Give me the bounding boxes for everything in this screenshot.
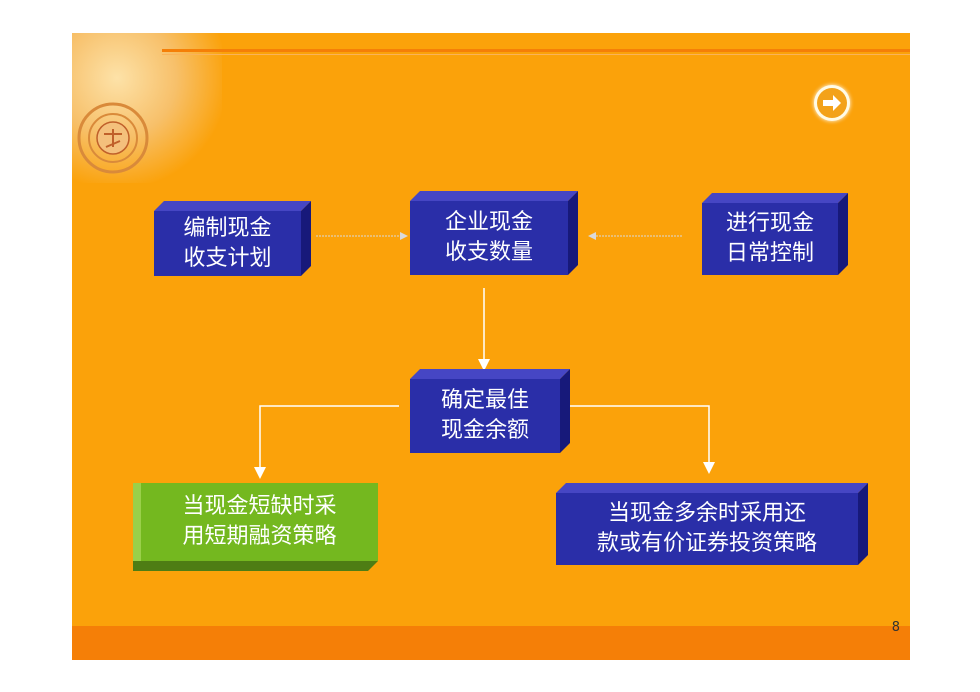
- box-shortage-strategy-line1: 当现金短缺时采: [182, 494, 337, 519]
- box-cash-control-line1: 进行现金: [725, 211, 814, 236]
- box-cash-control-line2: 日常控制: [725, 241, 814, 266]
- box-surplus-strategy-line1: 当现金多余时采用还: [607, 501, 806, 526]
- box-cash-quantity: 企业现金 收支数量: [410, 201, 568, 275]
- arrow-right-icon: [817, 88, 847, 118]
- box-surplus-strategy-line2: 款或有价证券投资策略: [596, 531, 817, 556]
- header-line: [162, 49, 910, 52]
- box-cash-plan-line1: 编制现金: [183, 215, 272, 241]
- box-cash-quantity-line2: 收支数量: [444, 240, 533, 265]
- box-shortage-bottom-edge: [133, 561, 378, 571]
- box-cash-control: 进行现金 日常控制: [702, 203, 838, 275]
- box-surplus-strategy: 当现金多余时采用还 款或有价证券投资策略: [556, 493, 858, 565]
- slide: 编制现金 收支计划 企业现金 收支数量 进行现金 日常控制 确定最佳 现金余额 …: [72, 33, 910, 660]
- next-slide-button[interactable]: [814, 85, 850, 121]
- box-optimal-balance-line2: 现金余额: [440, 418, 529, 443]
- diagram-connectors: [254, 232, 715, 479]
- box-shortage-strategy: 当现金短缺时采 用短期融资策略: [133, 483, 378, 561]
- box-cash-plan-line2: 收支计划: [183, 245, 272, 271]
- box-optimal-balance: 确定最佳 现金余额: [410, 379, 560, 453]
- footer-bar: [72, 626, 910, 660]
- university-seal-icon: [77, 102, 149, 174]
- arrow-optimal-to-shortage: [254, 405, 399, 479]
- box-cash-quantity-line1: 企业现金: [444, 210, 533, 235]
- box-cash-plan: 编制现金 收支计划: [154, 211, 301, 276]
- header-line-thin: [162, 54, 910, 55]
- box-shortage-strategy-line2: 用短期融资策略: [182, 524, 337, 549]
- arrow-optimal-to-surplus: [569, 405, 715, 474]
- box-optimal-balance-line1: 确定最佳: [440, 388, 529, 413]
- page-number: 8: [891, 620, 900, 635]
